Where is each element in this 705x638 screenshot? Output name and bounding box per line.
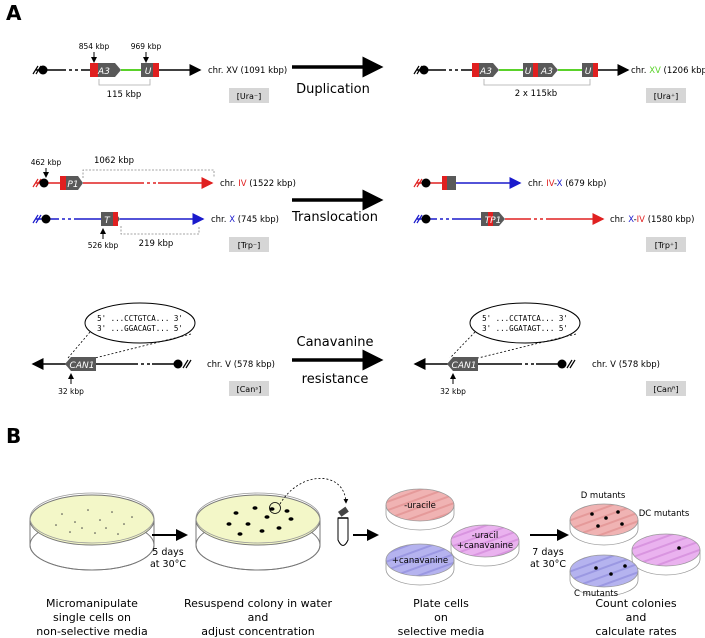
captions: Micromanipulate single cells on non-sele… <box>36 597 677 638</box>
sequence-bubble <box>84 302 196 344</box>
svg-text:U: U <box>585 67 592 77</box>
svg-text:P1: P1 <box>67 180 78 190</box>
row1-after-chr: chr. XV (1206 kbp) <box>631 66 705 76</box>
status-badge <box>646 88 686 103</box>
svg-text:U: U <box>525 67 532 77</box>
row3-seq-top-before: 5' ...CCTGTCA... 3' <box>97 314 183 323</box>
row3-pos-before: 32 kbp <box>58 387 84 396</box>
status-badge <box>229 381 269 396</box>
row2-bottom-span: 219 kbp <box>139 239 174 249</box>
duplication-label: Duplication <box>296 82 370 97</box>
row1-pos2: 969 kbp <box>131 42 162 51</box>
svg-text:7 days: 7 days <box>532 547 564 558</box>
svg-text:A3: A3 <box>97 67 110 77</box>
row1-after-distance: 2 x 115kb <box>515 89 557 99</box>
counted-plates: D mutants DC mutants C mutants <box>569 491 701 599</box>
c-mutants-label: C mutants <box>574 589 619 599</box>
row2-after-top-chr: chr. IV-X (679 kbp) <box>528 179 606 189</box>
svg-text:Micromanipulate: Micromanipulate <box>46 597 138 610</box>
svg-text:T: T <box>104 216 111 226</box>
svg-text:-uracile: -uracile <box>404 501 436 511</box>
svg-text:+canavanine: +canavanine <box>457 541 513 551</box>
centromere-icon <box>557 359 567 369</box>
row1-status-after: [Ura⁺] <box>654 92 679 101</box>
svg-text:adjust concentration: adjust concentration <box>201 625 315 638</box>
gene-can1 <box>65 357 96 371</box>
status-badge <box>646 237 686 252</box>
d-mutants-label: D mutants <box>581 491 626 501</box>
row1-status-before: [Ura⁻] <box>237 92 262 101</box>
svg-text:at 30°C: at 30°C <box>150 559 186 570</box>
tube-icon <box>337 506 349 546</box>
row3-seq-top-after: 5' ...CCTATCA... 3' <box>482 314 568 323</box>
centromere-icon <box>41 214 51 224</box>
row2-after-bottom-chr: chr. X-IV (1580 kbp) <box>610 215 694 225</box>
svg-text:and: and <box>248 611 269 624</box>
row2-bottom-chr: chr. X (745 kbp) <box>211 215 279 225</box>
svg-text:Resuspend colony in water: Resuspend colony in water <box>184 597 332 610</box>
row2-status-after: [Trp⁺] <box>655 241 678 250</box>
row2-top-chr: chr. IV (1522 kbp) <box>220 179 296 189</box>
gene-can1 <box>447 357 478 371</box>
row3-chr-before: chr. V (578 kbp) <box>207 360 275 370</box>
svg-text:on: on <box>434 611 448 624</box>
canavanine-label-1: Canavanine <box>297 335 374 350</box>
svg-text:selective media: selective media <box>398 625 485 638</box>
row1-chr-label: chr. XV (1091 kbp) <box>208 66 287 76</box>
status-badge <box>229 237 269 252</box>
dish-nonselective <box>29 492 155 571</box>
sequence-bubble <box>469 302 581 344</box>
dc-mutants-label: DC mutants <box>639 509 690 519</box>
panel-b-label: B <box>6 424 21 448</box>
row1-after: A3 U A3 U chr. XV (1206 kbp) 2 x 115kb [… <box>413 63 705 103</box>
svg-text:-uracil: -uracil <box>472 531 499 541</box>
svg-text:5 days: 5 days <box>152 547 184 558</box>
svg-text:CAN1: CAN1 <box>452 361 477 371</box>
svg-text:+canavanine: +canavanine <box>392 556 448 566</box>
svg-text:and: and <box>626 611 647 624</box>
svg-text:CAN1: CAN1 <box>70 361 95 371</box>
svg-text:Count colonies: Count colonies <box>595 597 677 610</box>
canavanine-label-2: resistance <box>302 372 369 387</box>
row2-pos-bottom: 526 kbp <box>88 241 119 250</box>
centromere-icon <box>173 359 183 369</box>
row2-pos-top: 462 kbp <box>31 158 62 167</box>
svg-text:single cells on: single cells on <box>53 611 131 624</box>
row3-chr-after: chr. V (578 kbp) <box>592 360 660 370</box>
row2-top-span: 1062 kbp <box>94 156 134 166</box>
row2-after: chr. IV-X (679 kbp) TP1 chr. X-IV (1580 … <box>413 176 694 252</box>
selective-plates: -uracile -uracil +canavanine +canavanine <box>385 488 520 586</box>
centromere-icon <box>421 214 431 224</box>
status-badge <box>229 88 269 103</box>
panel-a-label: A <box>6 1 22 25</box>
centromere-icon <box>421 178 431 188</box>
row2-before: 462 kbp 1062 kbp P1 chr. IV (1522 kbp) T… <box>31 156 296 252</box>
row3-status-after: [Canᴿ] <box>653 385 678 394</box>
row2-status-before: [Trp⁻] <box>238 241 261 250</box>
svg-text:Plate cells: Plate cells <box>413 597 469 610</box>
row3-before: 5' ...CCTGTCA... 3' 3' ...GGACAGT... 5' … <box>31 302 275 396</box>
row1-distance: 115 kbp <box>107 90 142 100</box>
row3-seq-bottom-before: 3' ...GGACAGT... 5' <box>97 324 183 333</box>
svg-text:calculate rates: calculate rates <box>595 625 677 638</box>
row3-status-before: [Canˢ] <box>237 385 262 394</box>
centromere-icon <box>39 178 49 188</box>
svg-text:non-selective media: non-selective media <box>36 625 147 638</box>
svg-text:A3: A3 <box>479 67 492 77</box>
row3-seq-bottom-after: 3' ...GGATAGT... 5' <box>482 324 568 333</box>
status-badge <box>646 381 686 396</box>
row1-before: A3 U chr. XV (1091 kbp) 854 kbp 969 kbp … <box>32 42 287 103</box>
svg-text:at 30°C: at 30°C <box>530 559 566 570</box>
row3-pos-after: 32 kbp <box>440 387 466 396</box>
svg-text:TP1: TP1 <box>485 216 502 226</box>
svg-text:U: U <box>145 67 152 77</box>
row3-after: 5' ...CCTATCA... 3' 3' ...GGATAGT... 5' … <box>413 302 686 396</box>
translocation-label: Translocation <box>291 210 378 225</box>
centromere-icon <box>419 65 429 75</box>
svg-text:A3: A3 <box>540 67 553 77</box>
row1-pos1: 854 kbp <box>79 42 110 51</box>
centromere-icon <box>38 65 48 75</box>
dish-colonies <box>195 478 349 571</box>
